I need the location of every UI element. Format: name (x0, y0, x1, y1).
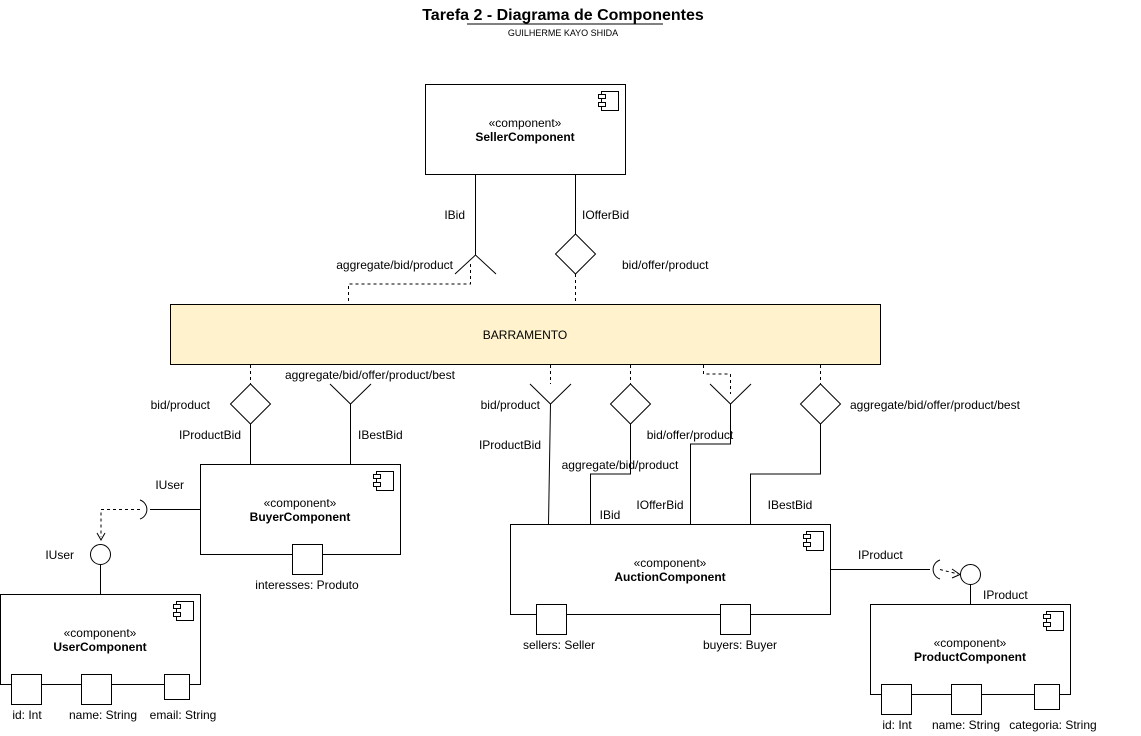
auction-buyers-port[interactable] (720, 604, 751, 635)
component-icon (173, 601, 194, 621)
user-stereotype: «component» (64, 626, 137, 640)
auction-offer-topic: bid/offer/product (647, 428, 734, 442)
user-email-label: email: String (150, 708, 217, 722)
auction-sellers-label: sellers: Seller (523, 638, 595, 652)
seller-ibid-label: IBid (444, 208, 465, 222)
seller-offer-topic: bid/offer/product (622, 258, 709, 272)
auction-iproduct-label: IProduct (858, 548, 903, 562)
auction-ibid-label: IBid (600, 508, 621, 522)
auction-iofferbid-connector (690, 365, 752, 524)
component-icon (1043, 611, 1064, 631)
auction-iproductbid-connector (529, 365, 572, 525)
product-categoria-port[interactable] (1034, 684, 1060, 710)
product-id-port[interactable] (881, 684, 912, 715)
seller-ibid-connector (348, 175, 497, 304)
buyer-component-name: BuyerComponent (250, 510, 351, 524)
user-name-label: name: String (69, 708, 137, 722)
seller-component[interactable]: «component» SellerComponent (425, 84, 626, 175)
diagram-title: Tarefa 2 - Diagrama de Componentes (422, 7, 704, 24)
buyer-stereotype: «component» (264, 496, 337, 510)
seller-iofferbid-connector (554, 175, 597, 304)
user-id-port[interactable] (11, 674, 42, 705)
product-iproduct-label: IProduct (983, 588, 1028, 602)
product-iproduct-lollipop (960, 564, 981, 604)
seller-component-name: SellerComponent (475, 130, 574, 144)
user-iuser-lollipop (90, 544, 111, 594)
user-id-label: id: Int (12, 708, 42, 722)
product-name-label: name: String (932, 718, 1000, 732)
buyer-interesses-port[interactable] (292, 544, 323, 575)
seller-aggregate-topic: aggregate/bid/product (336, 258, 453, 272)
auction-iproductbid-label: IProductBid (479, 438, 541, 452)
buyer-iproductbid-label: IProductBid (179, 428, 241, 442)
auction-stereotype: «component» (634, 556, 707, 570)
buyer-ibestbid-connector (329, 383, 372, 464)
product-name-port[interactable] (951, 684, 982, 715)
seller-stereotype: «component» (489, 116, 562, 130)
user-name-port[interactable] (81, 674, 112, 705)
component-icon (373, 471, 394, 491)
auction-component[interactable]: «component» AuctionComponent (510, 524, 831, 635)
auction-best-topic: aggregate/bid/offer/product/best (850, 398, 1021, 412)
product-stereotype: «component» (934, 636, 1007, 650)
buyer-iuser-label: IUser (155, 478, 184, 492)
user-email-port[interactable] (164, 674, 190, 700)
buyer-ibestbid-label: IBestBid (358, 428, 403, 442)
auction-ibid-connector (590, 365, 652, 524)
buyer-iproductbid-connector (229, 365, 272, 464)
auction-sellers-port[interactable] (536, 604, 567, 635)
user-component-name: UserComponent (53, 640, 146, 654)
bus-label: BARRAMENTO (483, 328, 567, 342)
buyer-best-topic: aggregate/bid/offer/product/best (285, 368, 456, 382)
product-id-label: id: Int (882, 718, 912, 732)
component-icon (803, 531, 824, 551)
auction-ibestbid-label: IBestBid (768, 498, 813, 512)
seller-iofferbid-label: IOfferBid (582, 208, 629, 222)
buyer-interesses-label: interesses: Produto (255, 578, 359, 592)
auction-component-name: AuctionComponent (614, 570, 725, 584)
product-component-name: ProductComponent (914, 650, 1026, 664)
auction-aggregate-topic: aggregate/bid/product (562, 458, 679, 472)
user-component[interactable]: «component» UserComponent (0, 594, 201, 705)
auction-ibestbid-connector (750, 365, 842, 524)
auction-bid-topic: bid/product (481, 398, 541, 412)
buyer-component[interactable]: «component» BuyerComponent (200, 464, 401, 575)
diagram-author: GUILHERME KAYO SHIDA (508, 28, 618, 38)
auction-iproduct-socket (831, 559, 962, 580)
component-icon (598, 91, 619, 111)
buyer-bid-topic: bid/product (151, 398, 211, 412)
bus-barramento[interactable]: BARRAMENTO (170, 304, 881, 365)
auction-iofferbid-label: IOfferBid (636, 498, 683, 512)
auction-buyers-label: buyers: Buyer (703, 638, 777, 652)
buyer-iuser-socket (96, 499, 200, 542)
user-iuser-label: IUser (45, 548, 74, 562)
product-component[interactable]: «component» ProductComponent (870, 604, 1071, 715)
product-categoria-label: categoria: String (1009, 718, 1096, 732)
